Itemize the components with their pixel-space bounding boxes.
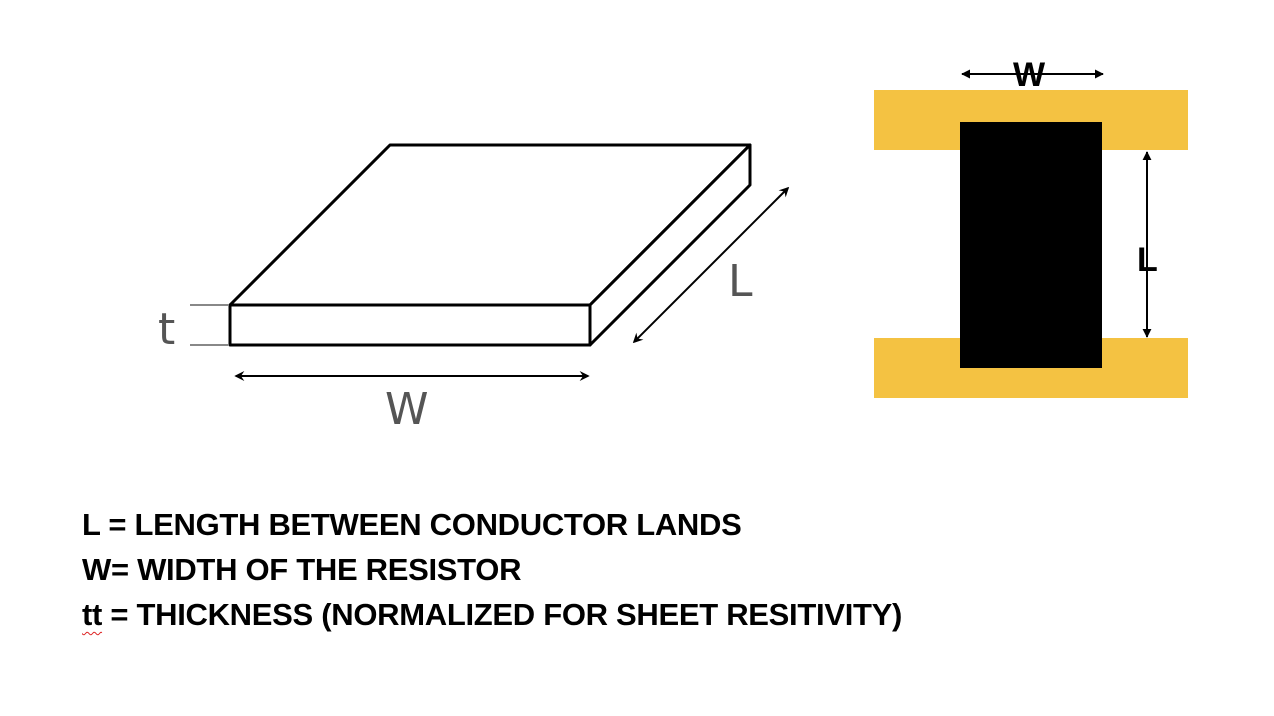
- definitions-legend: L = LENGTH BETWEEN CONDUCTOR LANDS W= WI…: [82, 502, 1182, 637]
- definition-thickness: tt = THICKNESS (NORMALIZED FOR SHEET RES…: [82, 592, 1182, 637]
- definition-thickness-text: = THICKNESS (NORMALIZED FOR SHEET RESITI…: [102, 597, 903, 632]
- resistor-layout-diagram: W L: [874, 56, 1188, 398]
- resistor-width-label: W: [1013, 56, 1046, 94]
- resistor-body: [960, 122, 1102, 368]
- definition-length: L = LENGTH BETWEEN CONDUCTOR LANDS: [82, 507, 742, 542]
- misspelled-word: tt: [82, 597, 103, 632]
- slab-front-face: [228, 303, 592, 347]
- definition-width: W= WIDTH OF THE RESISTOR: [82, 552, 522, 587]
- slab-length-arrow: [632, 186, 790, 344]
- slab-width-label: W: [385, 384, 429, 435]
- slab-length-label: L: [728, 256, 753, 307]
- slab-diagram: t W L: [158, 143, 790, 435]
- resistor-length-label: L: [1137, 241, 1158, 279]
- slab-thickness-label: t: [158, 304, 175, 355]
